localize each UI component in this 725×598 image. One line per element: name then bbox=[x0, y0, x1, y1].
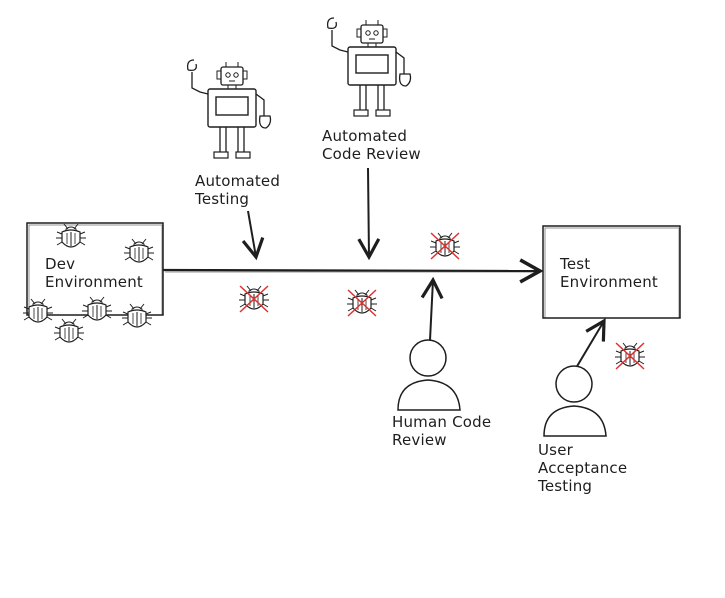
automated-code-review-label: Automated Code Review bbox=[322, 127, 421, 163]
automated-testing-label: Automated Testing bbox=[195, 172, 281, 208]
person-icon bbox=[543, 365, 607, 437]
user-acceptance-testing-arrow bbox=[575, 318, 606, 369]
bug-icon bbox=[53, 318, 85, 343]
bug-icon bbox=[81, 296, 113, 321]
crossed-bug-icon bbox=[239, 286, 269, 312]
crossed-bug-icon bbox=[347, 290, 377, 316]
human-code-review-label: Human Code Review bbox=[392, 413, 492, 449]
pipeline-arrow bbox=[162, 258, 544, 284]
automated-code-review-arrow bbox=[357, 167, 381, 261]
robot-icon bbox=[326, 17, 412, 117]
test-environment-label: Test Environment bbox=[560, 255, 658, 291]
crossed-bug-icon bbox=[430, 233, 460, 259]
human-code-review-arrow bbox=[420, 276, 444, 341]
dev-environment-label: Dev Environment bbox=[45, 255, 143, 291]
crossed-bug-icon bbox=[615, 343, 645, 369]
automated-testing-arrow bbox=[241, 210, 265, 261]
bug-icon bbox=[55, 223, 87, 248]
robot-icon bbox=[186, 59, 272, 159]
user-acceptance-testing-label: User Acceptance Testing bbox=[538, 441, 628, 495]
person-icon bbox=[397, 339, 461, 411]
